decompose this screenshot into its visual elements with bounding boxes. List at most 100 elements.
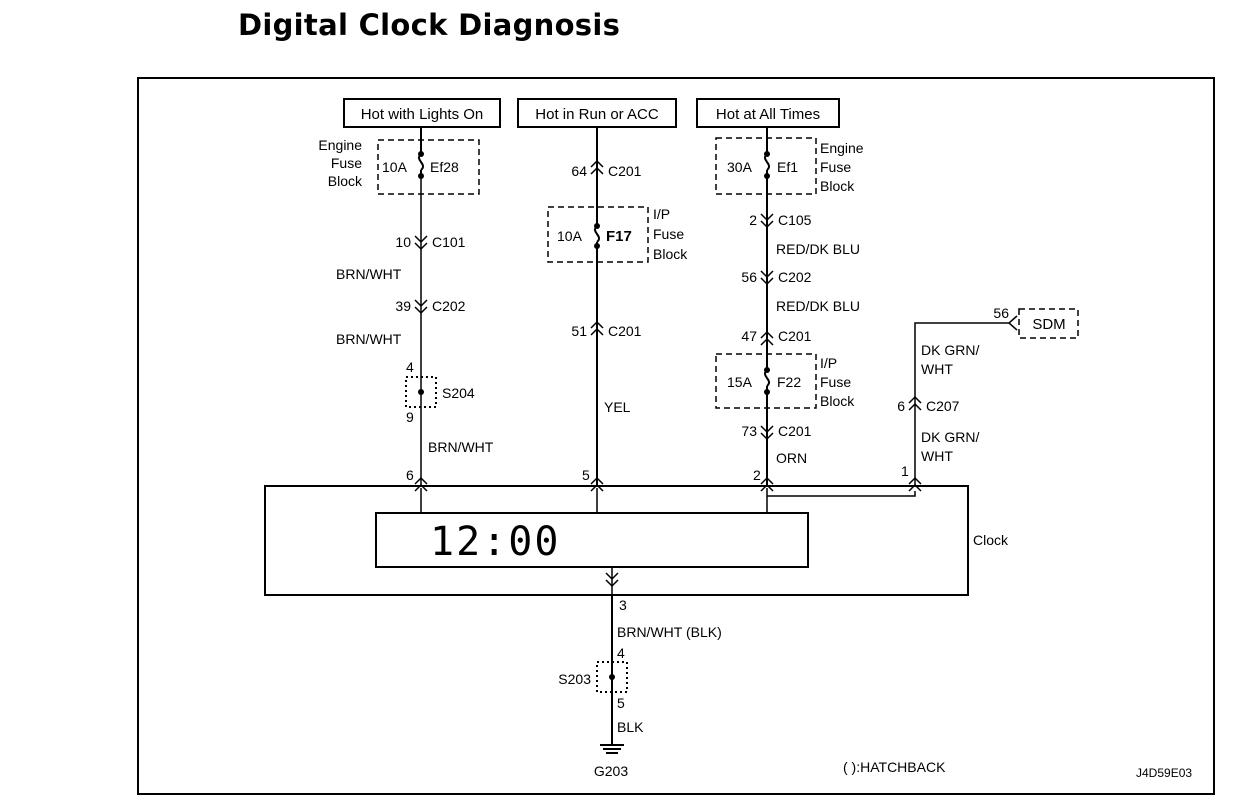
clock-pin: 6 bbox=[406, 467, 414, 483]
splice-s203 bbox=[596, 661, 628, 693]
fuse-block-label: Engine bbox=[318, 137, 362, 153]
ground-circuit: BRN/WHT (BLK) 4 5 S203 BLK G203 bbox=[558, 595, 722, 779]
connector-icon bbox=[760, 476, 774, 492]
splice-pin: 4 bbox=[406, 359, 414, 375]
connector-pin: 73 bbox=[741, 423, 757, 439]
wire-color-label: BLK bbox=[617, 719, 644, 735]
connector-icon bbox=[760, 425, 774, 441]
power-source-lights-on: Hot with Lights On bbox=[343, 98, 501, 128]
clock-label: Clock bbox=[973, 532, 1009, 548]
power-source-run-acc: Hot in Run or ACC bbox=[517, 98, 677, 128]
fuse-rating: 15A bbox=[727, 374, 753, 390]
circuit-column-1: 10A Ef28 Engine Fuse Block 10 C101 BRN/W… bbox=[318, 127, 494, 488]
diagram-frame bbox=[137, 77, 1215, 795]
connector-pin: 51 bbox=[571, 323, 587, 339]
wire-color-label: RED/DK BLU bbox=[776, 241, 860, 257]
wire-color-label: DK GRN/ bbox=[921, 429, 979, 445]
power-source-all-times: Hot at All Times bbox=[696, 98, 840, 128]
fuse-block-label: Block bbox=[820, 393, 855, 409]
connector-icon bbox=[414, 476, 428, 492]
fuse-name: F17 bbox=[606, 228, 632, 245]
fuse-rating: 10A bbox=[382, 159, 408, 175]
power-source-label: Hot at All Times bbox=[716, 106, 820, 123]
power-source-label: Hot with Lights On bbox=[361, 106, 484, 123]
fuse-block-label: Block bbox=[820, 178, 855, 194]
connector-icon bbox=[414, 235, 428, 251]
splice-pin: 5 bbox=[617, 695, 625, 711]
sdm-module bbox=[1018, 308, 1079, 339]
connector-pin: 2 bbox=[749, 212, 757, 228]
connector-name: C201 bbox=[608, 323, 642, 339]
sdm-label: SDM bbox=[1032, 316, 1065, 333]
wire-color-label: WHT bbox=[921, 361, 953, 377]
clock-display bbox=[375, 512, 809, 568]
circuit-column-3: 30A Ef1 Engine Fuse Block 2 C105 RED/DK … bbox=[715, 127, 864, 488]
connector-name: C202 bbox=[778, 269, 812, 285]
page-title: Digital Clock Diagnosis bbox=[238, 8, 621, 42]
clock-pin: 1 bbox=[901, 463, 909, 479]
circuit-column-4: SDM 56 DK GRN/ WHT 6 C207 DK GRN/ WHT bbox=[897, 305, 1079, 488]
fuse-block-label: Engine bbox=[820, 140, 864, 156]
splice-name: S203 bbox=[558, 671, 591, 687]
splice-icon bbox=[609, 674, 615, 680]
wire-color-label: DK GRN/ bbox=[921, 342, 979, 358]
fuse-block-label: Fuse bbox=[653, 226, 684, 242]
wire-color-label: BRN/WHT bbox=[336, 331, 402, 347]
clock-pin: 5 bbox=[582, 467, 590, 483]
splice-name: S204 bbox=[442, 385, 475, 401]
circuit-column-2: 64 C201 10A F17 I/P Fuse Block 51 C201 Y… bbox=[547, 127, 688, 488]
connector-pin: 39 bbox=[395, 298, 411, 314]
splice-pin: 4 bbox=[617, 645, 625, 661]
connector-name: C201 bbox=[778, 423, 812, 439]
wire-color-label: BRN/WHT (BLK) bbox=[617, 624, 722, 640]
fuse-rating: 30A bbox=[727, 159, 753, 175]
connector-name: C105 bbox=[778, 212, 812, 228]
splice-pin: 9 bbox=[406, 409, 414, 425]
connector-pin: 56 bbox=[741, 269, 757, 285]
connector-pin: 10 bbox=[395, 234, 411, 250]
connector-icon bbox=[908, 395, 922, 411]
wire-color-label: BRN/WHT bbox=[336, 266, 402, 282]
fuse-block-label: I/P bbox=[653, 206, 670, 222]
connector-pin: 47 bbox=[741, 328, 757, 344]
connector-pin: 56 bbox=[993, 305, 1009, 321]
connector-icon bbox=[590, 476, 604, 492]
wire-color-label: RED/DK BLU bbox=[776, 298, 860, 314]
clock-display-digits: 12:00 bbox=[430, 519, 560, 565]
connector-icon bbox=[590, 159, 604, 175]
fuse-block-label: Fuse bbox=[820, 159, 851, 175]
fuse-block-label: Fuse bbox=[331, 155, 362, 171]
fuse-name: Ef28 bbox=[430, 159, 459, 175]
fuse-block-label: Block bbox=[653, 246, 688, 262]
connector-icon bbox=[414, 299, 428, 315]
fuse-name: F22 bbox=[777, 374, 801, 390]
connector-pin: 64 bbox=[571, 163, 587, 179]
fuse-block-label: I/P bbox=[820, 355, 837, 371]
fuse-block-label: Fuse bbox=[820, 374, 851, 390]
clock-pin: 2 bbox=[753, 467, 761, 483]
connector-name: C201 bbox=[778, 328, 812, 344]
connector-name: C207 bbox=[926, 398, 960, 414]
connector-name: C101 bbox=[432, 234, 466, 250]
connector-icon bbox=[760, 213, 774, 229]
fuse-name: Ef1 bbox=[777, 159, 798, 175]
connector-icon bbox=[760, 330, 774, 346]
wire-color-label: WHT bbox=[921, 448, 953, 464]
ground-label: G203 bbox=[594, 763, 628, 779]
legend-hatchback: ( ):HATCHBACK bbox=[843, 759, 946, 775]
clock-module: Clock 12:00 6 5 2 1 3 bbox=[264, 463, 1009, 613]
connector-icon bbox=[908, 476, 922, 492]
fuse-block-label: Block bbox=[328, 173, 363, 189]
connector-pin: 6 bbox=[897, 398, 905, 414]
clock-pin: 3 bbox=[619, 597, 627, 613]
connector-name: C201 bbox=[608, 163, 642, 179]
connector-icon bbox=[590, 320, 604, 336]
wire-color-label: BRN/WHT bbox=[428, 439, 494, 455]
fuse-rating: 10A bbox=[557, 228, 583, 244]
figure-code: J4D59E03 bbox=[1136, 766, 1192, 780]
wire-color-label: ORN bbox=[776, 450, 807, 466]
wire-color-label: YEL bbox=[604, 399, 631, 415]
connector-name: C202 bbox=[432, 298, 466, 314]
power-source-label: Hot in Run or ACC bbox=[535, 106, 659, 123]
